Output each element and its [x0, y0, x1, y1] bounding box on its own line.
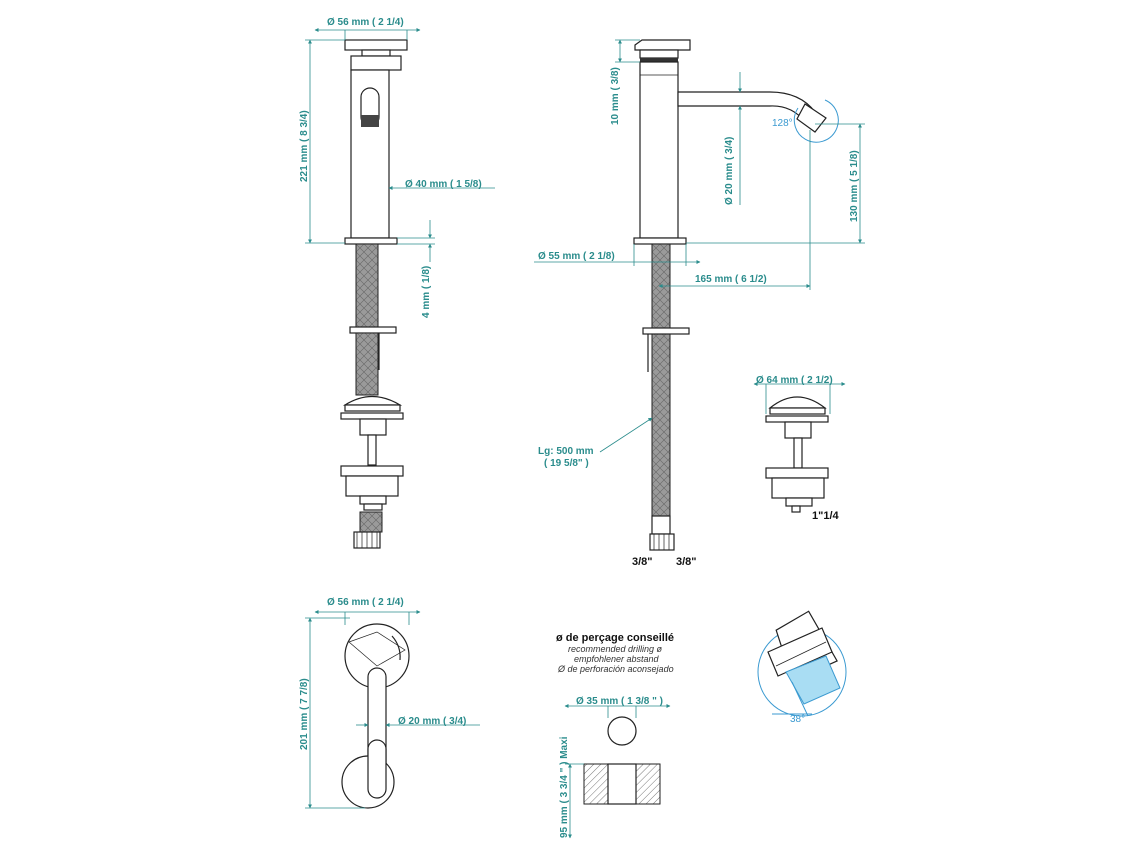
countertop-section-right: [635, 763, 661, 805]
drill-gap: [607, 763, 637, 805]
base-plate: [344, 237, 398, 245]
aerator-detail: 38°: [757, 610, 847, 725]
front-body-diameter-label: Ø 40 mm ( 1 5/8): [405, 179, 482, 190]
drain-diameter-label: Ø 64 mm ( 2 1/2): [756, 375, 833, 386]
drain-cap: [342, 395, 403, 406]
aerator-angle-label: 38°: [790, 714, 805, 725]
spout-height-label: 130 mm ( 5 1/8): [849, 150, 860, 222]
lever: [634, 39, 691, 51]
hose-length-line1: Lg: 500 mm: [538, 446, 594, 457]
spout-angle-label: 128°: [772, 118, 793, 129]
fixing-washer: [349, 326, 397, 334]
top-view: Ø 56 mm ( 2 1/4) 201 mm ( 7 7/8) Ø 20 mm…: [299, 597, 480, 809]
handle-top: [344, 39, 408, 51]
drilling-de: empfohlener abstand: [574, 654, 660, 664]
front-height-label: 221 mm ( 8 3/4): [299, 110, 310, 182]
drilling-title: ø de perçage conseillé: [556, 632, 674, 644]
top-diameter-label: Ø 56 mm ( 2 1/4): [327, 597, 404, 608]
hose-length-line2: ( 19 5/8" ): [544, 458, 589, 469]
side-view: 128° 10 mm ( 3/8) Ø 20 mm ( 3/4) 130 mm …: [534, 39, 865, 568]
spout-diameter-label: Ø 20 mm ( 3/4): [724, 137, 735, 205]
top-length-label: 201 mm ( 7 7/8): [299, 678, 310, 750]
front-top-diameter-label: Ø 56 mm ( 2 1/4): [327, 17, 404, 28]
side-hose: [651, 243, 671, 537]
front-base-thickness-label: 4 mm ( 1/8): [421, 266, 432, 318]
reach-label: 165 mm ( 6 1/2): [695, 274, 767, 285]
drilling-es: Ø de perforación aconsejado: [557, 664, 674, 674]
drilling-section: ø de perçage conseillé recommended drill…: [556, 632, 674, 839]
hole-diameter-label: Ø 35 mm ( 1 3/8 " ): [576, 696, 663, 707]
drill-hole-circle: [607, 716, 637, 746]
drain-view: Ø 64 mm ( 2 1/2) 1"1/4: [753, 375, 846, 522]
connection-left-label: 3/8": [632, 556, 653, 568]
side-body: [639, 61, 679, 239]
side-connector: [649, 533, 675, 551]
connection-right-label: 3/8": [676, 556, 697, 568]
top-spout-diameter-label: Ø 20 mm ( 3/4): [398, 716, 466, 727]
hose: [355, 243, 379, 337]
countertop-section-left: [583, 763, 609, 805]
lever-height-label: 10 mm ( 3/8): [610, 67, 621, 125]
front-view: Ø 56 mm ( 2 1/4) 221 mm ( 8 3/4) Ø 40 mm…: [299, 17, 495, 549]
max-thickness-label: 95 mm ( 3 3/4 " ) Maxi: [559, 736, 570, 838]
drain-top: [768, 396, 827, 409]
drilling-en: recommended drilling ø: [568, 644, 663, 654]
aerator-water-jet: [785, 655, 841, 705]
body-cap: [350, 55, 402, 71]
base-diameter-label: Ø 55 mm ( 2 1/8): [538, 251, 615, 262]
drain-thread-label: 1"1/4: [812, 510, 840, 522]
